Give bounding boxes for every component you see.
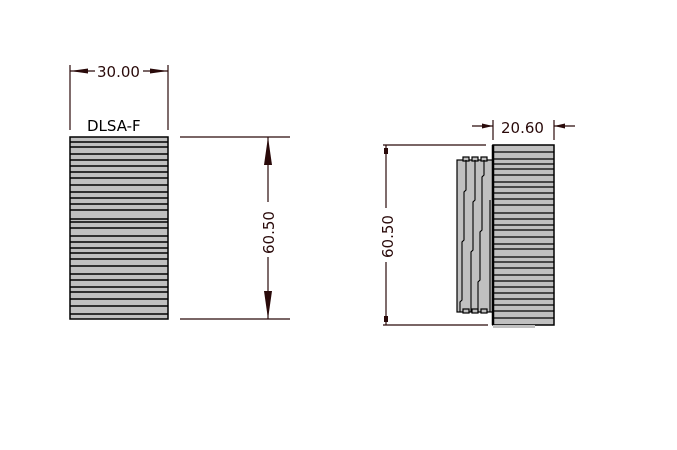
depth-dimension [472, 120, 575, 140]
side-view: 20.60 60.50 [379, 119, 575, 328]
side-view-stripes [493, 151, 554, 319]
front-height-dimension [180, 136, 290, 320]
thread-lines [459, 160, 491, 312]
side-height-dimension-value: 60.50 [379, 215, 397, 258]
side-height-dimension [383, 144, 488, 326]
side-view-body [492, 144, 555, 326]
front-height-dimension-value: 60.50 [260, 211, 278, 254]
width-dimension [69, 65, 169, 130]
width-dimension-value: 30.00 [97, 63, 140, 81]
part-label: DLSA-F [87, 117, 141, 135]
front-view: DLSA-F 30.00 60.50 [69, 63, 290, 320]
front-view-stripes [70, 141, 168, 315]
depth-dimension-value: 20.60 [501, 119, 544, 137]
base-shadow [493, 325, 535, 328]
